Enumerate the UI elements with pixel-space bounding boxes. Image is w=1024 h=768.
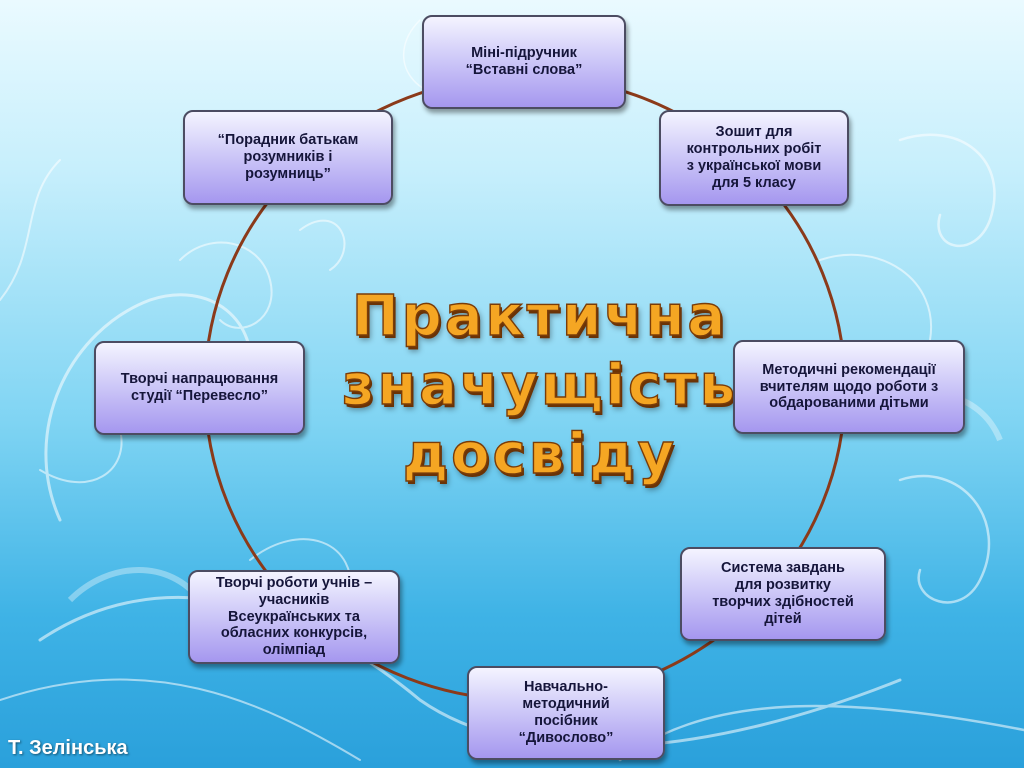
item-methodical-recommendations: Методичні рекомендації вчителям щодо роб… (733, 340, 965, 434)
item-label: Міні-підручник “Вставні слова” (465, 45, 583, 78)
item-study-guide: Навчально- методичний посібник “Дивослов… (467, 666, 665, 760)
item-label: Зошит для контрольних робіт з українсько… (686, 124, 822, 191)
item-studio-works: Творчі напрацювання студії “Перевесло” (94, 341, 305, 435)
item-label: Методичні рекомендації вчителям щодо роб… (759, 361, 939, 412)
item-label: Творчі роботи учнів – учасників Всеукраї… (215, 574, 373, 659)
diagram-title: Практична значущість досвіду (341, 283, 739, 487)
item-label: Творчі напрацювання студії “Перевесло” (120, 371, 279, 404)
item-test-workbook: Зошит для контрольних робіт з українсько… (659, 110, 849, 206)
item-student-works: Творчі роботи учнів – учасників Всеукраї… (188, 570, 400, 664)
item-mini-textbook: Міні-підручник “Вставні слова” (422, 15, 626, 109)
item-label: Система завдань для розвитку творчих зді… (712, 560, 854, 627)
author-credit: Т. Зелінська (8, 737, 128, 759)
item-label: “Порадник батькам розумників і розумниць… (217, 132, 359, 182)
item-parents-guide: “Порадник батькам розумників і розумниць… (183, 110, 393, 205)
item-task-system: Система завдань для розвитку творчих зді… (680, 547, 886, 641)
item-label: Навчально- методичний посібник “Дивослов… (518, 679, 614, 746)
